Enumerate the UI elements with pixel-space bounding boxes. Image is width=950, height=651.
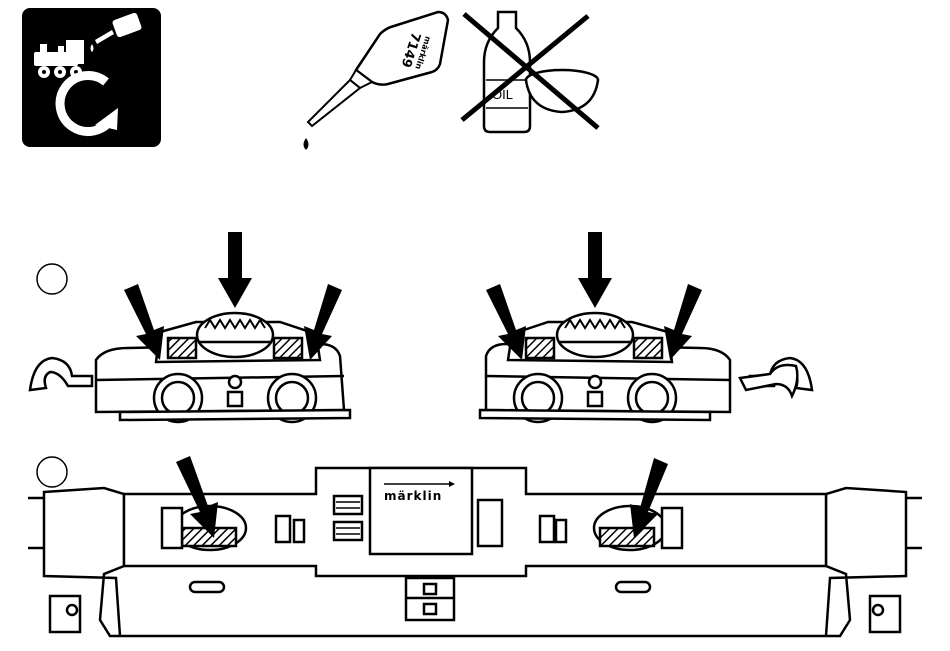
motor-cover xyxy=(370,468,472,554)
step-2-marker xyxy=(37,457,67,487)
motor-cover-brand: märklin xyxy=(384,489,442,503)
oil-drop-icon xyxy=(304,138,309,150)
arrow-down-left-center xyxy=(218,232,252,308)
prohibited-household-oil: OIL xyxy=(462,12,598,132)
left-bogie-assembly xyxy=(30,313,350,422)
left-coupler xyxy=(30,358,92,390)
right-gear-teeth-b xyxy=(634,338,662,358)
oil-bottle-7149: märklin 7149 xyxy=(304,12,449,150)
step-1-marker xyxy=(37,264,67,294)
arrow-down-right-center xyxy=(578,232,612,308)
maintenance-icon xyxy=(22,8,161,147)
left-gear-teeth-b xyxy=(274,338,302,358)
left-slot xyxy=(190,582,224,592)
right-axle-pin xyxy=(589,376,601,388)
right-coupler-hook xyxy=(740,365,797,396)
right-vent xyxy=(478,500,502,546)
right-worm-gear xyxy=(600,528,654,546)
left-gear-teeth-a xyxy=(168,338,196,358)
left-vent-2 xyxy=(334,522,362,540)
left-axle-pin xyxy=(229,376,241,388)
right-slot xyxy=(616,582,650,592)
left-center-gear xyxy=(197,313,273,357)
right-bogie-assembly xyxy=(480,313,812,422)
right-center-gear xyxy=(557,313,633,357)
left-vent xyxy=(334,496,362,514)
chassis-top-view: märklin xyxy=(28,468,922,636)
right-gear-teeth-a xyxy=(526,338,554,358)
